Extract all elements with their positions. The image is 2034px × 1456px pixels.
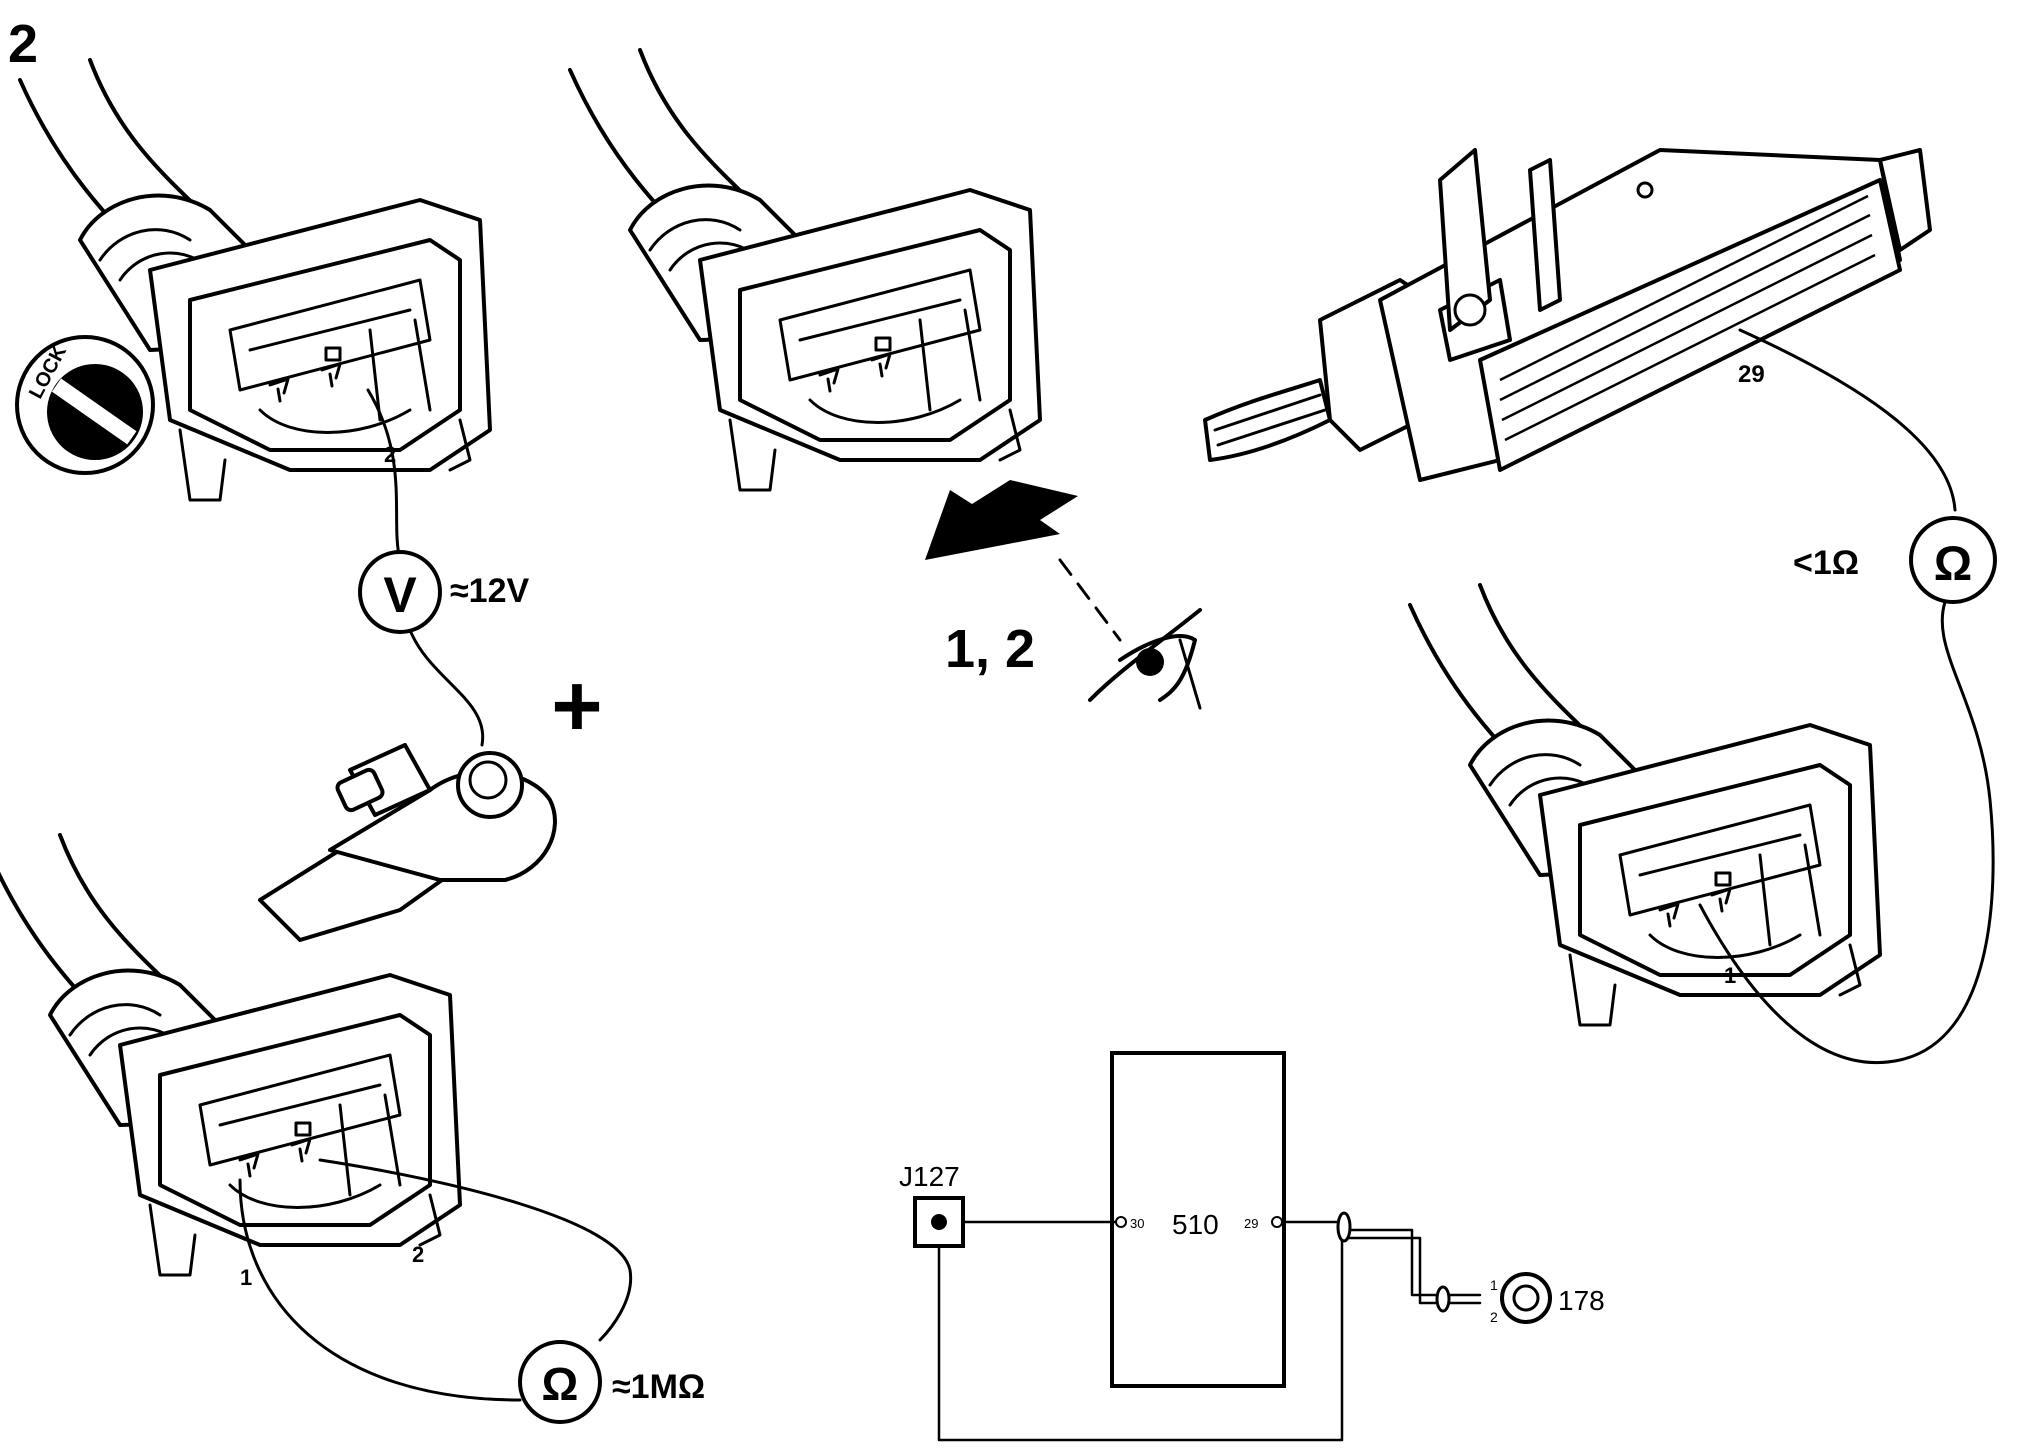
module-510-box xyxy=(1110,1051,1286,1388)
connector-pin-1-label: 1 xyxy=(240,1265,252,1290)
ecu-pin-29-label: 29 xyxy=(1738,361,1765,388)
ohmmeter-insulation-icon: Ω xyxy=(518,1340,602,1424)
ohmmeter-continuity-symbol: Ω xyxy=(1934,538,1972,591)
battery-plus-symbol: + xyxy=(551,656,602,755)
circuit-schematic xyxy=(913,1051,1552,1442)
insulation-reading: ≈1MΩ xyxy=(612,1368,705,1406)
voltmeter-icon: V xyxy=(358,550,442,634)
component-178-label: 178 xyxy=(1558,1285,1605,1316)
voltage-reading: ≈12V xyxy=(450,572,529,610)
connector-pin-2-label-lower: 2 xyxy=(412,1242,424,1267)
ohmmeter-continuity-icon: Ω xyxy=(1909,516,1997,604)
inspection-arrow-icon xyxy=(925,480,1122,642)
battery-terminal-icon xyxy=(258,743,557,942)
ecu-connector-icon xyxy=(1203,148,1932,482)
component-pin-2-label: 2 xyxy=(1490,1309,1498,1325)
relay-j127-label: J127 xyxy=(899,1161,960,1192)
connector-pin-1-label-right: 1 xyxy=(1724,963,1736,988)
voltmeter-symbol: V xyxy=(383,567,417,623)
terminal-30-label: 30 xyxy=(1130,1216,1144,1231)
connector-continuity-test xyxy=(1408,583,1882,1027)
inspection-step-label: 1, 2 xyxy=(945,619,1035,679)
figure-number: 2 xyxy=(8,14,38,74)
ignition-lock-icon: LOCK xyxy=(15,335,155,475)
component-pin-1-label: 1 xyxy=(1490,1277,1498,1293)
module-510-label: 510 xyxy=(1172,1209,1219,1240)
terminal-29-label: 29 xyxy=(1244,1216,1258,1231)
continuity-reading: <1Ω xyxy=(1793,544,1859,582)
eye-icon xyxy=(1088,608,1202,710)
connector-inspection xyxy=(568,48,1042,492)
ohmmeter-insulation-symbol: Ω xyxy=(542,1358,579,1410)
